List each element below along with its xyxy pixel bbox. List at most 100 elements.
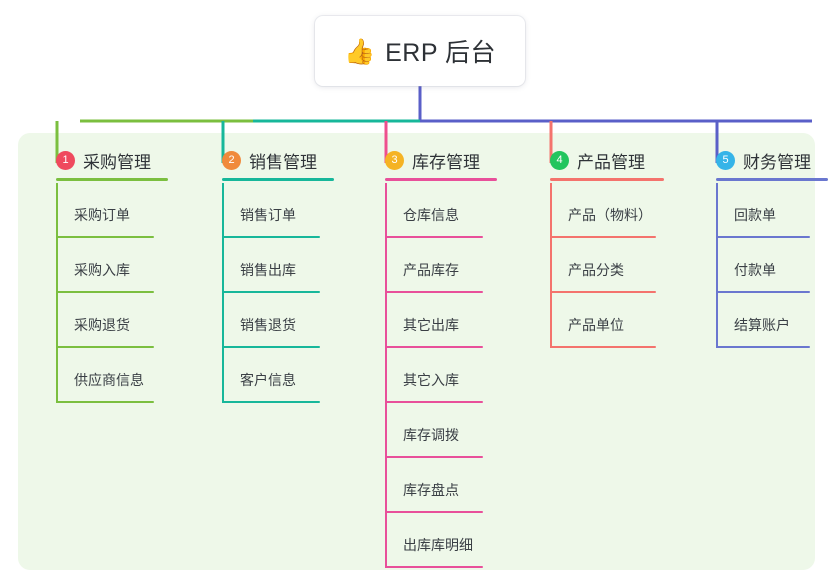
- leaf-label: 采购入库: [74, 262, 130, 278]
- leaf-label: 库存调拨: [403, 427, 459, 443]
- leaf-label: 客户信息: [240, 372, 296, 388]
- leaf-underline: [550, 291, 656, 293]
- leaf-label: 采购退货: [74, 317, 130, 333]
- leaf-item[interactable]: 产品分类: [528, 238, 656, 293]
- leaf-list-2: 销售订单销售出库销售退货客户信息: [200, 183, 320, 403]
- leaf-item[interactable]: 回款单: [694, 183, 811, 238]
- leaf-underline: [716, 236, 810, 238]
- branch-header-5[interactable]: 5 财务管理: [694, 145, 828, 181]
- leaf-label: 仓库信息: [403, 207, 459, 223]
- branch-column-5: 5 财务管理回款单付款单结算账户: [694, 145, 828, 348]
- branch-title-4: 产品管理: [577, 152, 645, 172]
- leaf-item[interactable]: 产品库存: [363, 238, 483, 293]
- leaf-label: 结算账户: [734, 317, 790, 333]
- leaf-underline: [222, 346, 320, 348]
- branch-underline-2: [222, 178, 334, 181]
- leaf-underline: [716, 346, 810, 348]
- leaf-label: 销售出库: [240, 262, 296, 278]
- leaf-item[interactable]: 其它出库: [363, 293, 483, 348]
- branch-title-1: 采购管理: [83, 152, 151, 172]
- thumbs-up-icon: 👍: [343, 37, 376, 66]
- leaf-item[interactable]: 采购入库: [34, 238, 154, 293]
- branch-title-5: 财务管理: [743, 152, 811, 172]
- branch-spine-1: [56, 183, 58, 403]
- leaf-item[interactable]: 采购退货: [34, 293, 154, 348]
- branch-spine-2: [222, 183, 224, 403]
- leaf-item[interactable]: 库存盘点: [363, 458, 483, 513]
- leaf-label: 付款单: [734, 262, 776, 278]
- leaf-underline: [550, 346, 656, 348]
- branch-badge-5: 5: [716, 150, 735, 170]
- branch-header-2[interactable]: 2 销售管理: [200, 145, 334, 181]
- leaf-item[interactable]: 其它入库: [363, 348, 483, 403]
- branch-underline-4: [550, 178, 664, 181]
- branch-spine-3: [385, 183, 387, 568]
- leaf-item[interactable]: 供应商信息: [34, 348, 154, 403]
- leaf-underline: [385, 511, 483, 513]
- branch-underline-5: [716, 178, 828, 181]
- branch-badge-2: 2: [222, 150, 241, 170]
- leaf-label: 采购订单: [74, 207, 130, 223]
- leaf-list-5: 回款单付款单结算账户: [694, 183, 811, 348]
- leaf-label: 产品（物料）: [568, 207, 652, 223]
- branch-header-4[interactable]: 4 产品管理: [528, 145, 664, 181]
- leaf-item[interactable]: 产品（物料）: [528, 183, 656, 238]
- leaf-underline: [56, 346, 154, 348]
- leaf-label: 产品单位: [568, 317, 624, 333]
- branch-badge-3: 3: [385, 150, 404, 170]
- leaf-item[interactable]: 销售退货: [200, 293, 320, 348]
- leaf-item[interactable]: 结算账户: [694, 293, 811, 348]
- leaf-item[interactable]: 产品单位: [528, 293, 656, 348]
- leaf-underline: [56, 291, 154, 293]
- branch-underline-1: [56, 178, 168, 181]
- leaf-label: 其它入库: [403, 372, 459, 388]
- branch-spine-4: [550, 183, 552, 348]
- leaf-underline: [385, 456, 483, 458]
- leaf-underline: [222, 291, 320, 293]
- leaf-label: 销售订单: [240, 207, 296, 223]
- leaf-list-4: 产品（物料） 产品分类产品单位: [528, 183, 656, 348]
- branch-spine-5: [716, 183, 718, 348]
- leaf-label: 回款单: [734, 207, 776, 223]
- branch-title-3: 库存管理: [412, 152, 480, 172]
- leaf-item[interactable]: 库存调拨: [363, 403, 483, 458]
- leaf-label: 其它出库: [403, 317, 459, 333]
- branch-column-2: 2 销售管理销售订单销售出库销售退货客户信息: [200, 145, 334, 403]
- branch-badge-1: 1: [56, 150, 75, 170]
- leaf-underline: [56, 401, 154, 403]
- leaf-item[interactable]: 出库库明细: [363, 513, 483, 568]
- leaf-underline: [222, 236, 320, 238]
- leaf-underline: [385, 291, 483, 293]
- leaf-label: 产品分类: [568, 262, 624, 278]
- branch-column-4: 4 产品管理产品（物料） 产品分类产品单位: [528, 145, 664, 348]
- leaf-underline: [385, 401, 483, 403]
- leaf-label: 库存盘点: [403, 482, 459, 498]
- leaf-label: 供应商信息: [74, 372, 144, 388]
- branch-underline-3: [385, 178, 497, 181]
- leaf-item[interactable]: 付款单: [694, 238, 811, 293]
- branch-header-1[interactable]: 1 采购管理: [34, 145, 168, 181]
- leaf-list-3: 仓库信息产品库存其它出库其它入库库存调拨库存盘点出库库明细: [363, 183, 483, 568]
- leaf-item[interactable]: 销售订单: [200, 183, 320, 238]
- branch-header-3[interactable]: 3 库存管理: [363, 145, 497, 181]
- leaf-underline: [385, 346, 483, 348]
- leaf-list-1: 采购订单采购入库采购退货供应商信息: [34, 183, 154, 403]
- leaf-underline: [385, 236, 483, 238]
- branch-column-3: 3 库存管理仓库信息产品库存其它出库其它入库库存调拨库存盘点出库库明细: [363, 145, 497, 568]
- leaf-label: 出库库明细: [403, 537, 473, 553]
- branch-title-2: 销售管理: [249, 152, 317, 172]
- leaf-item[interactable]: 仓库信息: [363, 183, 483, 238]
- leaf-underline: [716, 291, 810, 293]
- root-node[interactable]: 👍 ERP 后台: [315, 16, 525, 86]
- root-title: ERP 后台: [385, 39, 497, 67]
- leaf-label: 销售退货: [240, 317, 296, 333]
- leaf-underline: [222, 401, 320, 403]
- leaf-underline: [385, 566, 483, 568]
- leaf-underline: [550, 236, 656, 238]
- branch-badge-4: 4: [550, 150, 569, 170]
- leaf-item[interactable]: 客户信息: [200, 348, 320, 403]
- leaf-label: 产品库存: [403, 262, 459, 278]
- leaf-item[interactable]: 销售出库: [200, 238, 320, 293]
- leaf-item[interactable]: 采购订单: [34, 183, 154, 238]
